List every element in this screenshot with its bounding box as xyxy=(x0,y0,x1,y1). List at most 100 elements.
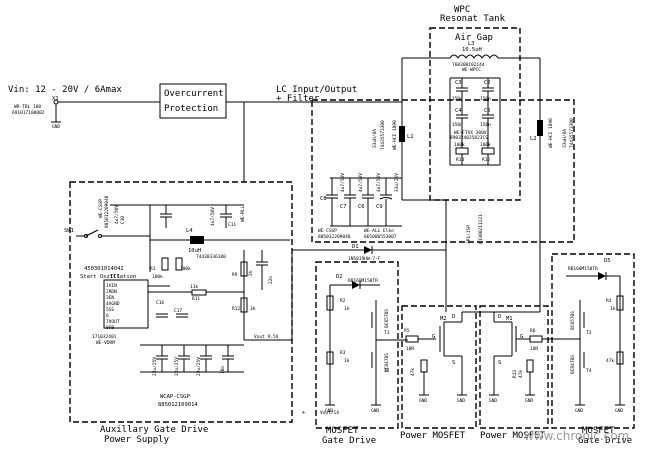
svg-text:R15: R15 xyxy=(482,157,490,163)
svg-text:D: D xyxy=(498,314,501,320)
inductor-l4: L4 10uH 74438336100 xyxy=(150,228,290,260)
svg-text:100k: 100k xyxy=(480,142,491,148)
svg-text:C2: C2 xyxy=(484,80,491,86)
svg-text:100k: 100k xyxy=(180,266,191,272)
svg-text:C16: C16 xyxy=(156,300,164,306)
svg-text:GND: GND xyxy=(325,408,333,414)
svg-text:C10: C10 xyxy=(120,216,126,224)
jumper-jp1: JP1/JSP 61300211121 xyxy=(466,214,484,244)
title-wpc: WPC xyxy=(454,5,470,15)
svg-text:450301014042: 450301014042 xyxy=(84,266,124,272)
svg-text:C8: C8 xyxy=(320,196,327,202)
svg-text:BC857BS: BC857BS xyxy=(570,311,576,330)
svg-text:33u/25V: 33u/25V xyxy=(394,173,400,192)
svg-text:WE-VDRM: WE-VDRM xyxy=(96,340,115,346)
svg-text:WE-HCI 1890: WE-HCI 1890 xyxy=(548,118,554,148)
svg-text:74435573300: 74435573300 xyxy=(380,120,386,150)
svg-text:C5: C5 xyxy=(484,108,491,114)
title-resonant-tank: Resonat Tank xyxy=(440,14,506,24)
title-aux-gate-drive: Auxillary Gate Drive xyxy=(100,425,208,435)
title-air-gap: Air Gap xyxy=(455,33,493,43)
title-mosfet-gd-left-2: Gate Drive xyxy=(322,436,376,446)
ic1-regulator: IC1 1VIN 2RDN 3EN 4AGND 5SS 6 7VOUT 8FB … xyxy=(92,274,149,346)
svg-text:1k: 1k xyxy=(344,358,350,364)
title-mosfet-gd-right-2: Gate Drive xyxy=(578,436,632,446)
svg-text:WE-ALL Elko: WE-ALL Elko xyxy=(364,228,394,234)
svg-text:Start Oszillation: Start Oszillation xyxy=(80,274,136,280)
svg-text:22u/25V: 22u/25V xyxy=(174,357,180,376)
svg-text:10.5uH: 10.5uH xyxy=(462,47,482,53)
svg-text:D: D xyxy=(452,314,455,320)
svg-text:L4: L4 xyxy=(186,228,193,234)
svg-text:BC857BS: BC857BS xyxy=(384,309,390,328)
title-mosfet-gd-right: MOSFET xyxy=(582,426,615,436)
svg-text:8FB: 8FB xyxy=(106,325,114,331)
svg-text:47k: 47k xyxy=(410,368,416,376)
svg-text:4u7/50V: 4u7/50V xyxy=(114,205,120,224)
block-lc-filter xyxy=(311,99,575,243)
svg-text:22u/25V: 22u/25V xyxy=(196,357,202,376)
svg-text:6: 6 xyxy=(106,313,109,319)
svg-text:GND: GND xyxy=(371,408,379,414)
right-gate-drive-circuit: R4 1k 47k BC857BS T3 BC847BS T4 GND GND xyxy=(570,276,625,414)
svg-text:3EN: 3EN xyxy=(106,295,114,301)
svg-text:R11: R11 xyxy=(192,296,200,302)
svg-text:JP1/JSP: JP1/JSP xyxy=(466,225,472,244)
block-power-mosfet-left xyxy=(401,305,477,429)
filter-capacitors: C8 C7 C6 C9 4u7/50V 4u7/50V 4u7/50V 33u/… xyxy=(318,173,402,240)
diode-d5: D5 RB160M150TR xyxy=(566,258,620,280)
svg-text:D1: D1 xyxy=(352,244,359,250)
svg-text:R3: R3 xyxy=(340,350,346,356)
svg-text:GND: GND xyxy=(489,398,497,404)
svg-text:X1: X1 xyxy=(52,96,59,102)
svg-text:C9: C9 xyxy=(376,204,383,210)
svg-text:S: S xyxy=(452,360,455,366)
svg-text:WE-FTXX 300V: WE-FTXX 300V xyxy=(454,130,487,136)
svg-text:D2: D2 xyxy=(336,274,343,280)
svg-text:SW1: SW1 xyxy=(64,228,74,234)
title-vin: Vin: 12 - 20V / 6Amax xyxy=(8,85,122,95)
block-resonant-tank xyxy=(429,27,521,201)
svg-text:760308102144: 760308102144 xyxy=(452,62,485,68)
svg-text:11k: 11k xyxy=(190,284,198,290)
svg-text:R9: R9 xyxy=(232,272,238,278)
svg-text:Vout 9.5V: Vout 9.5V xyxy=(254,334,279,340)
title-mosfet-gd-left: MOSFET xyxy=(326,426,359,436)
svg-text:171032401: 171032401 xyxy=(92,334,117,340)
diode-d2: D2 RB160M150TR xyxy=(330,274,380,289)
svg-text:R2: R2 xyxy=(340,298,346,304)
svg-text:885012209048: 885012209048 xyxy=(318,234,351,240)
overcurrent-box xyxy=(159,83,227,119)
switch-sw1[interactable]: SW1 450301014042 Start Oszillation xyxy=(64,228,150,280)
title-lc-filter: LC Input/Output xyxy=(276,85,357,95)
svg-text:GND: GND xyxy=(52,124,60,130)
svg-text:1VIN: 1VIN xyxy=(106,283,117,289)
aux-feedback-network: R1 100k 100k 11k R11 C16 C17 xyxy=(148,257,244,318)
title-overcurrent: Overcurrent xyxy=(164,89,224,99)
block-power-mosfet-right xyxy=(479,305,549,429)
svg-text:C3: C3 xyxy=(455,80,462,86)
svg-text:M2: M2 xyxy=(440,316,447,322)
svg-text:G: G xyxy=(432,334,435,340)
svg-text:R5: R5 xyxy=(404,328,410,334)
aux-output-capacitors: 22u/25V 22u/25V 22u/25V 10n WCAP-CSGP 88… xyxy=(140,344,244,408)
svg-text:BC847BS: BC847BS xyxy=(384,353,390,372)
input-connector: X1 WR-TBL 100 691017100002 GND xyxy=(12,96,160,130)
svg-text:T3: T3 xyxy=(586,330,592,336)
svg-text:WE-MLL: WE-MLL xyxy=(240,205,246,222)
svg-text:10R: 10R xyxy=(406,346,414,352)
svg-text:GND: GND xyxy=(457,398,465,404)
svg-text:L3: L3 xyxy=(468,41,475,47)
inductor-l2: WE-HCI 1890 33uH/8A 74435573300 L2 xyxy=(520,57,575,262)
svg-text:G: G xyxy=(520,334,523,340)
svg-text:T2: T2 xyxy=(384,368,390,374)
title-power-mosfet-left: Power MOSFET xyxy=(400,431,466,441)
svg-text:GND: GND xyxy=(419,398,427,404)
power-mosfet-m2: R5 10R G M2 D S 47k GND GND xyxy=(404,312,467,404)
svg-text:4u7/50V: 4u7/50V xyxy=(358,173,364,192)
svg-text:691017100002: 691017100002 xyxy=(12,110,45,116)
title-protection: Protection xyxy=(164,104,218,114)
inductor-l1: 33uH/8A 74435573300 WE-HCI 1890 L1 xyxy=(372,102,414,175)
svg-text:1N5819HW-7-F: 1N5819HW-7-F xyxy=(348,256,381,262)
